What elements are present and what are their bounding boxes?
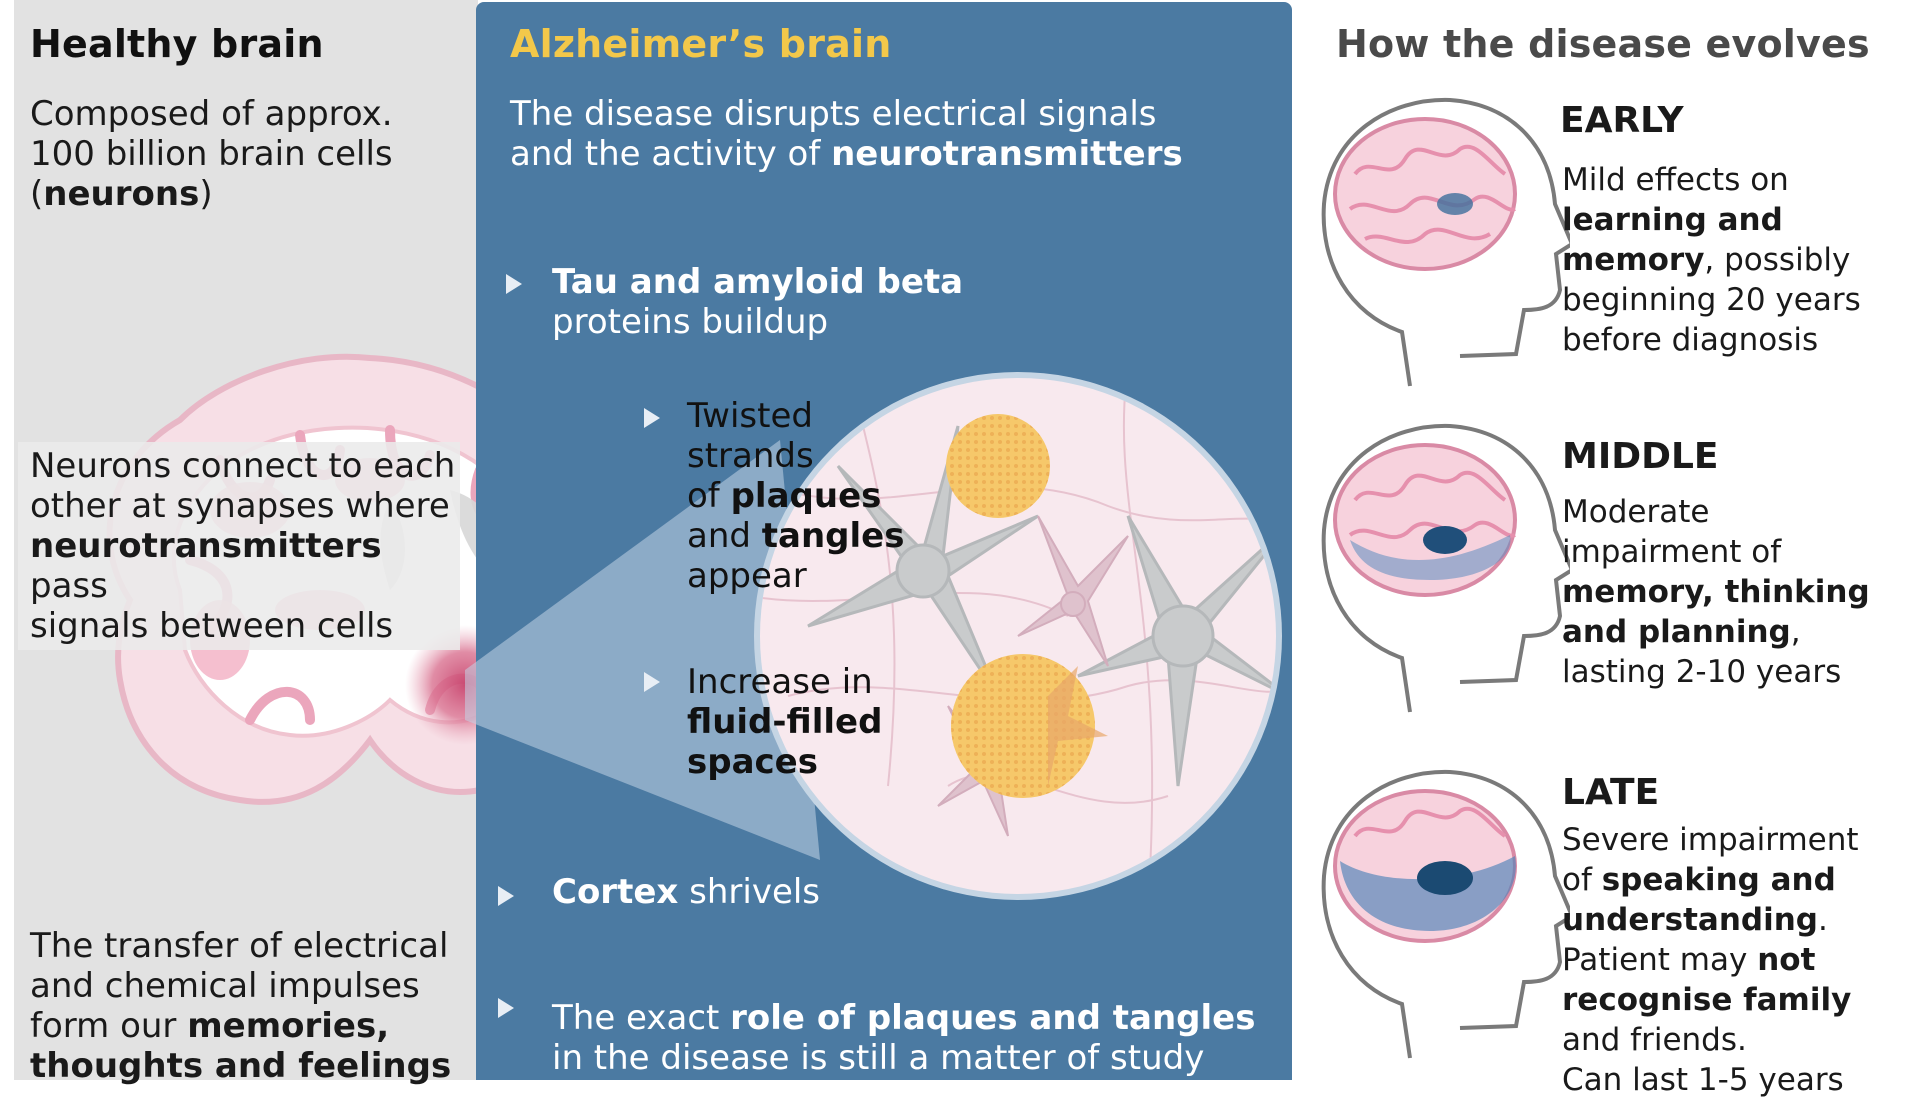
- head-profile-brain-icon: [1321, 423, 1570, 713]
- cortex-text: Cortex shrivels: [552, 872, 821, 912]
- stage-description: Severe impairment of speaking and unders…: [1562, 822, 1859, 1098]
- alzheimers-brain-title: Alzheimer’s brain: [510, 22, 892, 66]
- evolution-title: How the disease evolves: [1336, 22, 1870, 66]
- tau-amyloid-text: Tau and amyloid beta proteins buildup: [552, 262, 964, 342]
- head-profile-brain-icon: [1321, 769, 1570, 1059]
- stage-label: LATE: [1562, 772, 1660, 813]
- magnified-neuron-circle: [754, 372, 1282, 900]
- healthy-brain-intro: Composed of approx. 100 billion brain ce…: [30, 94, 393, 214]
- alzheimers-intro: The disease disrupts electrical signals …: [510, 94, 1183, 174]
- stage-description: Mild effects on learning and memory, pos…: [1562, 162, 1861, 358]
- role-bullet-icon: [498, 998, 514, 1018]
- magnifier-beam: [465, 440, 820, 860]
- stage-description: Moderate impairment of memory, thinking …: [1562, 494, 1870, 690]
- synapse-text: Neurons connect to each other at synapse…: [18, 442, 460, 650]
- stage-label: MIDDLE: [1562, 436, 1719, 477]
- stage-label: EARLY: [1560, 100, 1684, 141]
- plaques-bullet-icon: [644, 408, 660, 428]
- head-profile-brain-icon: [1321, 97, 1570, 387]
- tau-bullet-icon: [506, 274, 522, 294]
- healthy-brain-title: Healthy brain: [30, 22, 324, 66]
- role-study-text: The exact role of plaques and tangles in…: [552, 998, 1256, 1078]
- fluid-bullet-icon: [644, 672, 660, 692]
- fluid-spaces-text: Increase in fluid-filled spaces: [687, 662, 883, 782]
- plaques-tangles-text: Twisted strands of plaques and tangles a…: [687, 396, 905, 596]
- cortex-bullet-icon: [498, 886, 514, 906]
- healthy-footer-text: The transfer of electrical and chemical …: [30, 926, 452, 1086]
